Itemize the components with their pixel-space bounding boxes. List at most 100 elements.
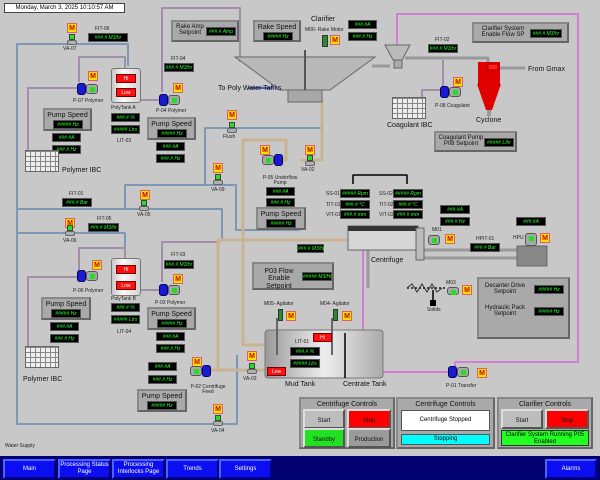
centrifuge-stop-button[interactable]: Stop (347, 409, 391, 429)
valve-va09-icon[interactable] (213, 174, 223, 186)
p03-pump-speed-panel[interactable]: Pump Speed##### Hz (147, 307, 196, 330)
p04-pump-speed-panel[interactable]: Pump Speed##### Hz (147, 117, 196, 140)
p06-pump-speed-panel[interactable]: Pump Speed##### Hz (41, 297, 91, 320)
p02-label: P-02 Centrifuge Feed (190, 384, 226, 395)
p03-speed-readout[interactable]: ##### Hz (157, 319, 187, 328)
p01-manual-badge[interactable]: M (477, 368, 487, 378)
va07-manual-badge[interactable]: M (67, 23, 77, 33)
nav-main[interactable]: Main (3, 459, 56, 479)
rake-speed-panel[interactable]: Rake Speed##### Hz (253, 20, 301, 42)
hpu-manual-badge[interactable]: M (540, 233, 550, 243)
valve-va02-icon[interactable] (305, 155, 315, 167)
rake-motor-manual-badge[interactable]: M (330, 35, 340, 45)
va02-manual-badge[interactable]: M (305, 145, 315, 155)
coagulant-ibc-icon (392, 97, 426, 119)
p02-speed-readout[interactable]: ##### Hz (147, 401, 177, 410)
coagulant-setpoint[interactable]: ##### L/hr (484, 138, 514, 147)
m03-label: M03 (446, 280, 456, 286)
valve-flush-icon[interactable] (227, 122, 237, 134)
sludge-pipes (205, 100, 348, 372)
va05-label: VA-05 (137, 212, 151, 218)
decanter-drive-setpoint[interactable]: ##### Hz (534, 285, 564, 294)
clarifier-stop-button[interactable]: Stop (545, 409, 589, 429)
m04-manual-badge[interactable]: M (342, 311, 352, 321)
va09-manual-badge[interactable]: M (213, 163, 223, 173)
centrifuge-status-panel: Centrifuge Controls Centrifuge Stopped S… (396, 397, 495, 449)
m01-manual-badge[interactable]: M (445, 234, 455, 244)
coagulant-setpoint-panel[interactable]: Coagulant Pump P08 Setpoint##### L/hr (434, 131, 517, 152)
pump-p02-icon[interactable] (190, 364, 212, 378)
pump-p03-icon[interactable] (159, 283, 181, 297)
p05-speed-readout[interactable]: ##### Hz (266, 219, 296, 228)
m03-manual-badge[interactable]: M (462, 285, 472, 295)
ss01-label: SS-01 (326, 191, 340, 197)
ss01-readout: ##### Rpm (340, 189, 370, 198)
flush-manual-badge[interactable]: M (227, 110, 237, 120)
centrifuge-standby-button[interactable]: Standby (303, 428, 345, 448)
p07-pump-speed-panel[interactable]: Pump Speed##### Hz (43, 108, 92, 131)
motor-m03-icon[interactable] (447, 285, 460, 299)
pump-p08-icon[interactable] (440, 85, 462, 99)
nav-trends[interactable]: Trends (166, 459, 219, 479)
p05-amps: ###.#A (266, 187, 295, 196)
enable-flow-sp-panel[interactable]: Clarifier System Enable Flow SP###.# M3/… (472, 22, 569, 43)
panel-title: Centrifuge Controls (316, 401, 378, 408)
pump-p01-icon[interactable] (448, 365, 470, 379)
pump-p07-icon[interactable] (77, 82, 99, 96)
p04-speed-readout[interactable]: ##### Hz (157, 129, 187, 138)
panel-title: Pump Speed (45, 301, 87, 308)
nav-settings[interactable]: Settings (219, 459, 272, 479)
centrifuge-production-button[interactable]: Production (347, 428, 391, 448)
va05-manual-badge[interactable]: M (140, 190, 150, 200)
nav-alarms[interactable]: Alarms (545, 459, 597, 479)
centrifuge-start-button[interactable]: Start (303, 409, 345, 429)
vit02-label: VIT-02 (379, 212, 394, 218)
va04-manual-badge[interactable]: M (213, 404, 223, 414)
p06-speed-readout[interactable]: ##### Hz (51, 309, 81, 318)
va03-manual-badge[interactable]: M (247, 351, 257, 361)
p02-pump-speed-panel[interactable]: Pump Speed##### Hz (137, 389, 187, 412)
p08-manual-badge[interactable]: M (453, 77, 463, 87)
valve-va05-icon[interactable] (139, 200, 149, 212)
hpu-amps: ###.#A (516, 217, 546, 226)
valve-va03-icon[interactable] (247, 363, 257, 375)
agitator-m04-icon[interactable] (333, 309, 338, 321)
p03-manual-badge[interactable]: M (173, 274, 183, 284)
p05-pump-speed-panel[interactable]: Pump Speed##### Hz (256, 207, 306, 230)
pump-p06-icon[interactable] (77, 269, 99, 283)
valve-va06-icon[interactable] (65, 225, 75, 237)
mud-tank-level: ###.# % (290, 347, 320, 356)
p07-manual-badge[interactable]: M (88, 71, 98, 81)
funnel (384, 44, 411, 69)
pump-p05-icon[interactable] (262, 153, 284, 167)
rake-speed-readout[interactable]: ##### Hz (263, 32, 293, 41)
p07-speed-readout[interactable]: ##### Hz (53, 120, 83, 129)
vit02-readout: ###.# mm (393, 210, 423, 219)
nav-processing-status[interactable]: Processing Status Page (58, 459, 111, 479)
p04-manual-badge[interactable]: M (173, 83, 183, 93)
p03-flow-setpoint[interactable]: ##### M3/Hr (302, 272, 332, 281)
centrate-pipes (362, 13, 579, 373)
rake-amp-setpoint[interactable]: ###.# Amp (206, 27, 236, 36)
polytank-a (111, 68, 141, 103)
hydraulic-pack-setpoint[interactable]: ##### Hz (534, 307, 564, 316)
rake-motor-icon[interactable] (322, 35, 328, 47)
enable-flow-sp[interactable]: ###.# M3/hr (530, 29, 562, 38)
clarifier-start-button[interactable]: Start (501, 409, 543, 429)
va06-label: VA-06 (63, 238, 77, 244)
agitator-m05-icon[interactable] (278, 309, 283, 321)
m05-manual-badge[interactable]: M (286, 311, 296, 321)
hpit01-readout: ###.# Bar (470, 243, 500, 252)
p03-flow-enable-panel[interactable]: P03 Flow Enable Setpoint##### M3/Hr (252, 262, 334, 290)
motor-m01-icon[interactable] (428, 233, 442, 247)
valve-va04-icon[interactable] (213, 415, 223, 427)
p05-manual-badge[interactable]: M (260, 145, 270, 155)
hpu-motor-icon[interactable] (525, 231, 537, 246)
p06-manual-badge[interactable]: M (92, 260, 102, 270)
rake-amp-setpoint-panel[interactable]: Rake Amp Setpoint###.# Amp (171, 20, 239, 42)
nav-processing-interlocks[interactable]: Processing Interlocks Page (112, 459, 165, 479)
valve-va07-icon[interactable] (67, 34, 77, 46)
p07-amps: ###.#A (52, 133, 81, 142)
flush-label: Flush (223, 134, 236, 140)
pump-p04-icon[interactable] (159, 93, 181, 107)
